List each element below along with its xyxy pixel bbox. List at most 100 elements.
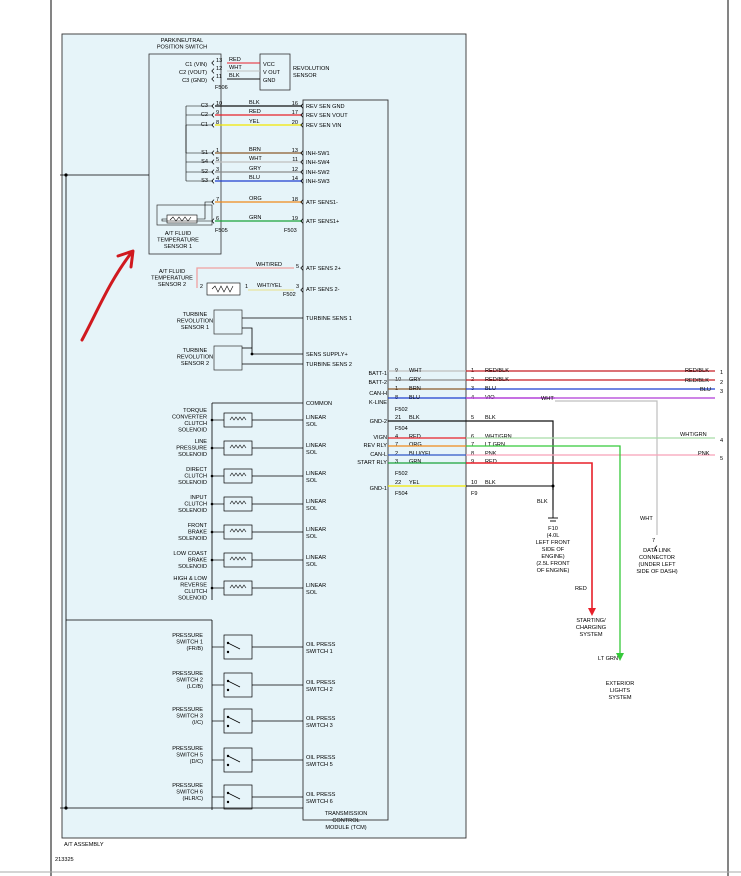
pin-number: 6	[471, 434, 474, 440]
tcm-pin-label: BATT-2	[368, 380, 387, 386]
pressure-switch-label: (FR/B)	[187, 646, 204, 652]
pin-number: 20	[292, 120, 298, 126]
tcm-pin-label: LINEAR	[306, 471, 326, 477]
revolution-sensor-label: REVOLUTION	[293, 66, 329, 72]
exterior-lights-label: LIGHTS	[610, 688, 630, 694]
pin-connector	[300, 159, 304, 165]
atf-sensor1-box	[156, 204, 213, 226]
pin-number: 5	[471, 415, 474, 421]
pin-connector	[211, 122, 215, 128]
splice	[210, 502, 214, 506]
tcm-pin-label: TURBINE SENS 2	[306, 362, 352, 368]
connector-label: F502	[395, 407, 408, 413]
wire-color-label: PNK	[485, 451, 497, 457]
turbine-sensor2-label: REVOLUTION	[177, 355, 213, 361]
wire-color-label: WHT/GRN	[680, 432, 707, 438]
wire-color-label: GRN	[249, 215, 261, 221]
solenoid-label: CLUTCH	[184, 589, 207, 595]
starting-charging-label: CHARGING	[576, 625, 606, 631]
wire-color-label: WHT	[229, 65, 242, 71]
switch-contact	[227, 792, 241, 800]
pin-connector	[211, 103, 215, 109]
tcm-pin-label: GND-2	[370, 419, 387, 425]
park-switch-label: PARK/NEUTRAL	[161, 38, 203, 44]
wire-color-label: RED/BLK	[685, 368, 709, 374]
splice	[64, 173, 68, 177]
pin-number: 13	[292, 148, 298, 154]
tcm-pin-label: COMMON	[306, 401, 332, 407]
pin-number: 1	[216, 148, 219, 154]
wire	[466, 485, 554, 510]
ground-f10-label: ENGINE)	[541, 554, 564, 560]
coil-symbol	[229, 528, 247, 533]
pressure-switch-label: (LC/B)	[187, 684, 203, 690]
tcm-pin-label: LINEAR	[306, 555, 326, 561]
tcm-pin-label: GND-1	[370, 486, 387, 492]
wire-color-label: BLU	[700, 387, 711, 393]
pin-label: C3 (GND)	[182, 78, 207, 84]
tcm-pin-label: LINEAR	[306, 583, 326, 589]
ground-f10-label: OF ENGINE)	[537, 568, 570, 574]
tcm-pin-label: START RLY	[357, 460, 387, 466]
wire-color-label: BLU	[249, 175, 260, 181]
data-link-connector-label: (UNDER LEFT	[639, 562, 677, 568]
wire-color-label: RED	[229, 57, 241, 63]
pin-connector	[211, 159, 215, 165]
wire-color-label: BLK	[409, 415, 420, 421]
connector-label: F9	[471, 491, 478, 497]
pin-number: 2	[720, 380, 723, 386]
coil-symbol	[229, 472, 247, 477]
switch-contact	[227, 642, 241, 650]
wire-color-label: RED	[575, 586, 587, 592]
wire-color-label: WHT	[541, 396, 554, 402]
splice	[551, 484, 555, 488]
solenoid-label: REVERSE	[180, 583, 207, 589]
pin-connector	[211, 150, 215, 156]
pin-number: 11	[292, 157, 298, 163]
wire	[466, 462, 593, 610]
revolution-sensor-label: SENSOR	[293, 73, 317, 79]
pin-number: 4	[395, 434, 398, 440]
wire	[466, 445, 621, 655]
wire-color-label: WHT	[249, 156, 262, 162]
wire-color-label: YEL	[409, 480, 420, 486]
atf-sensor1-label: SENSOR 1	[164, 244, 192, 250]
pin-connector	[211, 68, 215, 74]
pressure-switch-label: PRESSURE	[172, 633, 203, 639]
pin-number: 7	[216, 197, 219, 203]
splice	[210, 446, 214, 450]
thermistor	[206, 282, 241, 296]
splice	[210, 530, 214, 534]
ground-f10-label: LEFT FRONT	[536, 540, 571, 546]
wire-color-label: BLU/YEL	[409, 451, 432, 457]
tcm-pin-label: ATF SENS 2+	[306, 266, 341, 272]
annotation-arrow-head	[116, 249, 135, 269]
pin-label: C1 (VIN)	[185, 62, 207, 68]
tcm-pin-label: LINEAR	[306, 415, 326, 421]
pin-number: 21	[395, 415, 401, 421]
solenoid-label: BRAKE	[188, 558, 207, 564]
tcm-pin-label: SOL	[306, 478, 317, 484]
solenoid-label: LINE	[195, 439, 208, 445]
pressure-switch-label: SWITCH 2	[176, 678, 203, 684]
wire-color-label: GRY	[249, 166, 261, 172]
pressure-switch-label: PRESSURE	[172, 783, 203, 789]
annotation-arrow	[80, 250, 134, 342]
tcm-pin-label: ATF SENS1+	[306, 219, 339, 225]
wire-color-label: GRY	[409, 377, 421, 383]
pin-connector	[300, 103, 304, 109]
atf-sensor1-label: A/T FLUID	[165, 231, 191, 237]
wire-color-label: BLK	[229, 73, 240, 79]
solenoid-label: CLUTCH	[184, 474, 207, 480]
coil-symbol	[229, 416, 247, 421]
park-neutral-switch-box	[148, 53, 222, 255]
coil-symbol	[229, 500, 247, 505]
wire	[242, 327, 303, 355]
wire-color-label: WHT/YEL	[257, 283, 282, 289]
pressure-switch-label: SWITCH 3	[176, 714, 203, 720]
pin-connector	[300, 218, 304, 224]
pin-number: 14	[292, 176, 298, 182]
arrow-head	[588, 608, 596, 616]
switch-contact	[227, 680, 241, 688]
pin-connector	[300, 112, 304, 118]
